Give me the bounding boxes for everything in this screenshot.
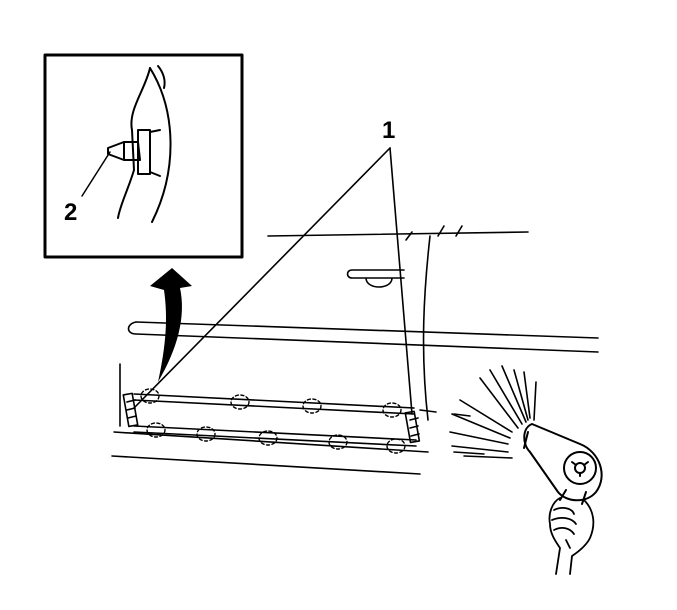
inset-molding xyxy=(117,67,151,219)
molding-retainer-icon xyxy=(302,398,322,414)
molding-retainer-icon xyxy=(230,394,250,410)
hand-icon xyxy=(548,497,595,575)
inset-door-edge-inner xyxy=(157,65,166,89)
molding-retainer-icon xyxy=(328,434,348,450)
curved-arrow-icon xyxy=(150,268,192,382)
leader-2 xyxy=(81,151,111,197)
inset-door-edge xyxy=(149,67,172,223)
hair-dryer-icon xyxy=(523,423,603,505)
molding-retainer-icon xyxy=(196,426,216,442)
molding-strip xyxy=(122,392,421,447)
molding-retainer-icon xyxy=(382,402,402,418)
molding-end-left xyxy=(122,392,139,428)
molding-retainers xyxy=(140,388,406,454)
molding-retainer-icon xyxy=(386,438,406,454)
molding-retainer-icon xyxy=(258,430,278,446)
callout-1: 1 xyxy=(382,117,395,144)
door-outline xyxy=(111,225,599,475)
callout-2: 2 xyxy=(64,199,77,226)
molding-retainer-icon xyxy=(146,422,166,438)
heat-rays xyxy=(449,365,537,459)
door-handle xyxy=(346,269,405,288)
detail-inset xyxy=(43,53,244,259)
molding-retainer-icon xyxy=(140,388,160,404)
leader-1 xyxy=(133,147,413,415)
inset-frame xyxy=(43,53,244,259)
